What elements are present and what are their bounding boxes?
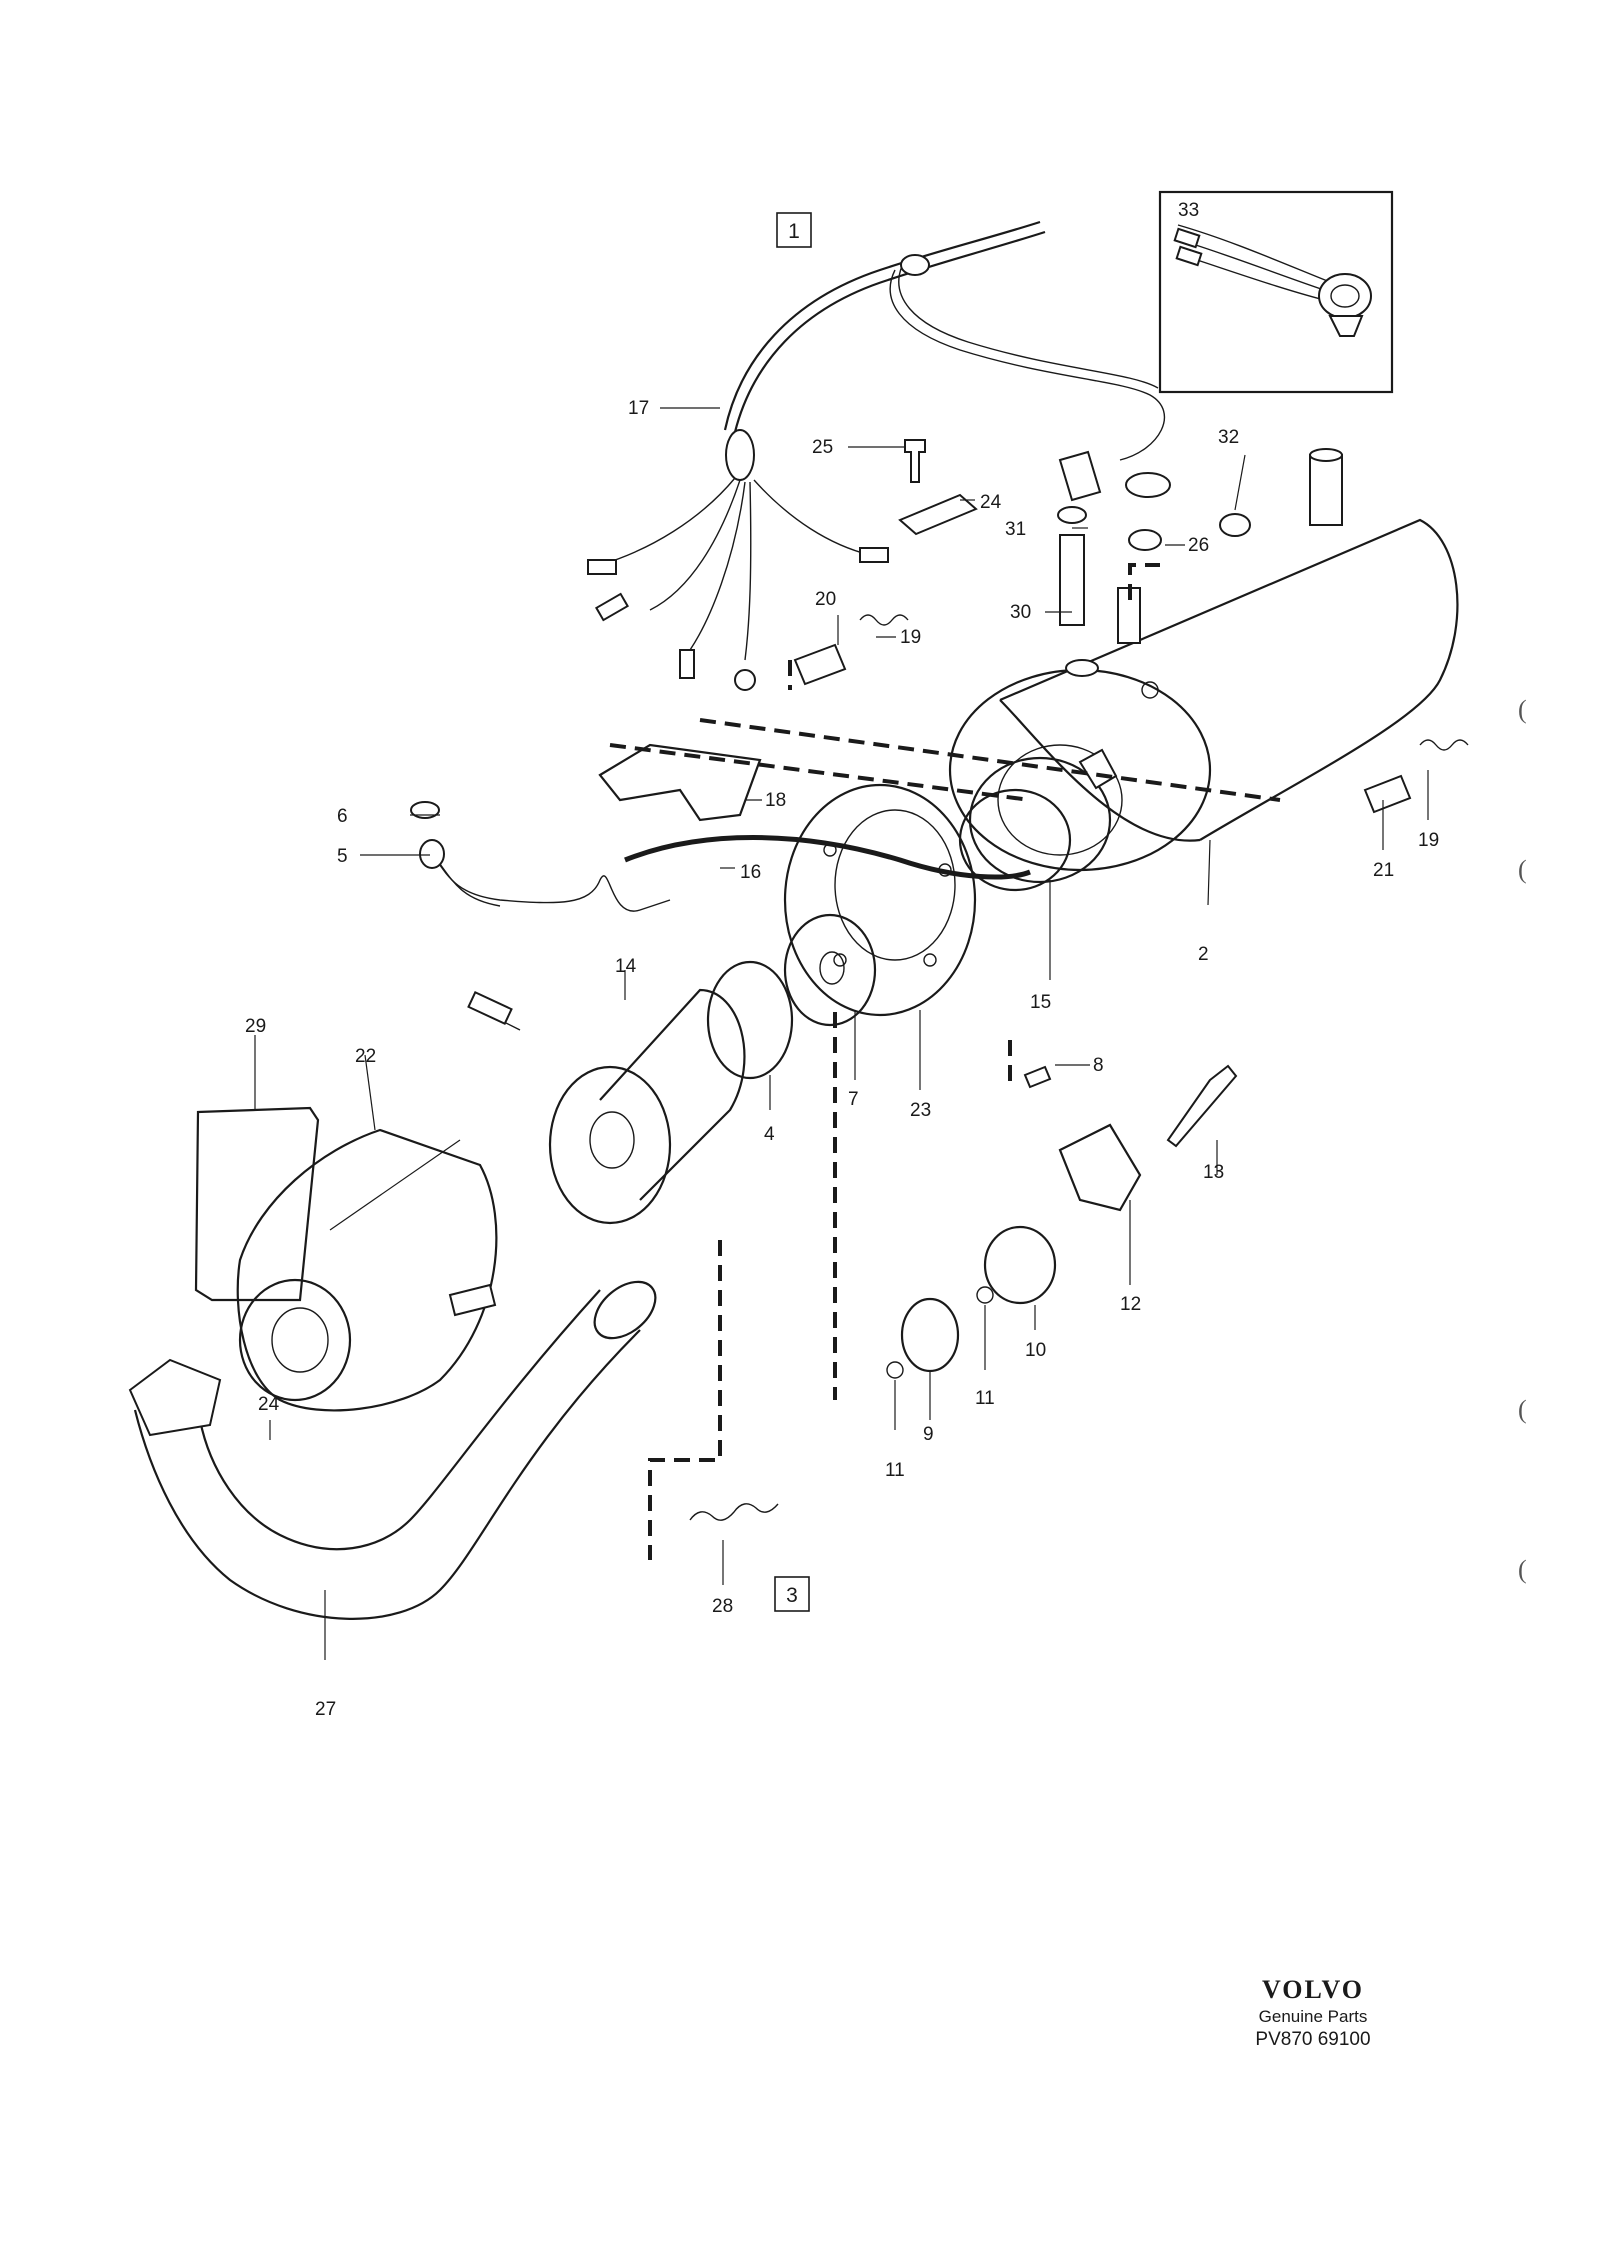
brand-block: VOLVO Genuine Parts PV870 69100 (1228, 1975, 1398, 2051)
ring-9 (900, 1297, 960, 1373)
callout-11b: 11 (885, 1460, 905, 1481)
grommet-32 (1219, 513, 1251, 537)
disc-hole (819, 951, 845, 985)
callout-3: 3 (786, 1584, 798, 1607)
callout-6: 6 (337, 806, 348, 827)
brand-subtitle: Genuine Parts (1258, 2007, 1368, 2026)
callout-31: 31 (1005, 519, 1026, 540)
flange-plate (783, 783, 977, 1017)
callout-19b: 19 (1418, 830, 1439, 851)
callout-5: 5 (337, 846, 348, 867)
callout-7: 7 (848, 1089, 859, 1110)
callout-18: 18 (765, 790, 786, 811)
callout-16: 16 (740, 862, 761, 883)
callout-10: 10 (1025, 1340, 1046, 1361)
burner-assembly (958, 744, 1123, 892)
gasket-frame (194, 1106, 320, 1302)
callout-33: 33 (1178, 200, 1199, 221)
callout-17: 17 (628, 398, 649, 419)
callout-1: 1 (788, 220, 800, 243)
callout-14: 14 (615, 956, 637, 977)
plate (706, 960, 794, 1080)
callout-labels: 1 3 33 17 25 32 24 31 26 20 30 19 18 6 5… (245, 200, 1439, 1720)
callout-21: 21 (1373, 860, 1394, 881)
sensor-20 (793, 643, 847, 686)
callout-30: 30 (1010, 602, 1031, 623)
callout-28: 28 (712, 1596, 733, 1617)
callout-24b: 24 (258, 1394, 280, 1415)
screw-25 (904, 439, 926, 483)
washer-11b (886, 1361, 904, 1379)
callout-15: 15 (1030, 992, 1051, 1013)
blower-housing (236, 1128, 498, 1412)
disc (783, 913, 877, 1027)
callout-9: 9 (923, 1424, 934, 1445)
callout-11a: 11 (975, 1388, 995, 1409)
callout-12: 12 (1120, 1294, 1141, 1315)
spring-19b (1419, 739, 1469, 751)
spring-28 (689, 1503, 779, 1521)
bracket (598, 743, 762, 822)
callout-32: 32 (1218, 427, 1239, 448)
exhaust-hose (128, 1280, 657, 1620)
callout-23: 23 (910, 1100, 931, 1121)
edge-mark-3: ( (1518, 1395, 1527, 1424)
edge-mark-1: ( (1518, 695, 1527, 724)
spring-19a (859, 614, 909, 626)
screw-8 (1023, 1065, 1052, 1089)
bracket-12 (1058, 1123, 1142, 1212)
dashed-reference-lines (609, 563, 1281, 1560)
bolt-13 (1166, 1064, 1238, 1148)
callout-24a: 24 (980, 492, 1002, 513)
callout-25: 25 (812, 437, 833, 458)
grommet-26 (1128, 529, 1162, 551)
edge-mark-2: ( (1518, 855, 1527, 884)
callout-2: 2 (1198, 944, 1209, 965)
callout-27: 27 (315, 1699, 336, 1720)
blower-motor (467, 988, 746, 1225)
fuel-line (624, 835, 1031, 880)
part-code: PV870 69100 (1255, 2029, 1371, 2050)
glow-plug (1057, 506, 1087, 626)
leader-lines (254, 407, 1429, 1660)
callout-13: 13 (1203, 1162, 1224, 1183)
inset-box-sensor (1158, 190, 1394, 394)
callout-8: 8 (1093, 1055, 1104, 1076)
cup-10 (983, 1225, 1057, 1305)
sensor-21 (1363, 774, 1412, 814)
clip-24 (898, 493, 978, 536)
callout-22: 22 (355, 1046, 376, 1067)
edge-mark-4: ( (1518, 1555, 1527, 1584)
callout-20: 20 (815, 589, 836, 610)
callout-19a: 19 (900, 627, 921, 648)
callout-29: 29 (245, 1016, 266, 1037)
callout-26: 26 (1188, 535, 1209, 556)
cable-harness (587, 220, 1171, 691)
washer-11a (976, 1286, 994, 1304)
callout-4: 4 (764, 1124, 775, 1145)
fuel-pipe (410, 801, 671, 912)
volvo-logo: VOLVO (1262, 1975, 1364, 2004)
